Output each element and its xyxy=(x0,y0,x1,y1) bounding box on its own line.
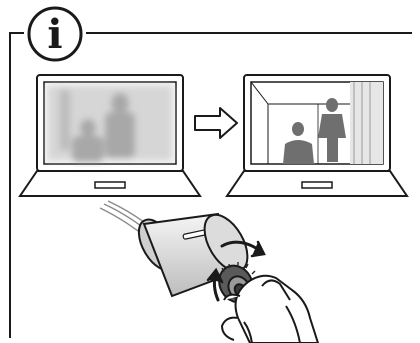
laptop-icon xyxy=(227,75,407,196)
laptop-right-trackpad xyxy=(302,182,332,188)
laptop-icon xyxy=(20,75,200,196)
info-icon: i xyxy=(29,8,81,60)
blurred-scene xyxy=(48,86,172,162)
info-letter: i xyxy=(47,11,62,58)
arrow-right-icon xyxy=(195,108,237,138)
laptop-left-trackpad xyxy=(95,182,125,188)
